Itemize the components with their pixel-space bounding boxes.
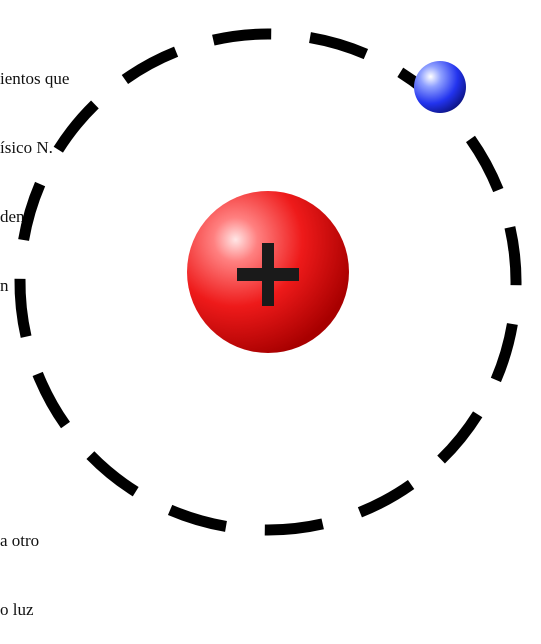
orbit-dash bbox=[125, 52, 176, 80]
orbit-dash bbox=[170, 510, 226, 527]
orbit-dash bbox=[58, 104, 95, 149]
nucleus-icon bbox=[187, 191, 349, 353]
text-line: o luz bbox=[0, 598, 39, 621]
electron-icon bbox=[414, 61, 466, 113]
orbit-dash bbox=[24, 184, 40, 240]
orbit-dash bbox=[360, 485, 411, 513]
orbit-dash bbox=[441, 414, 478, 459]
orbit-dash bbox=[90, 455, 135, 492]
orbit-dash bbox=[20, 279, 26, 337]
orbit-dash bbox=[496, 324, 513, 380]
orbit-dash bbox=[38, 374, 66, 425]
atom-diagram bbox=[0, 0, 541, 556]
orbit-dash bbox=[510, 227, 516, 285]
orbit-dash bbox=[471, 139, 499, 190]
orbit-dash bbox=[310, 38, 366, 55]
orbit-dash bbox=[213, 34, 271, 40]
orbit-dash bbox=[265, 524, 323, 530]
